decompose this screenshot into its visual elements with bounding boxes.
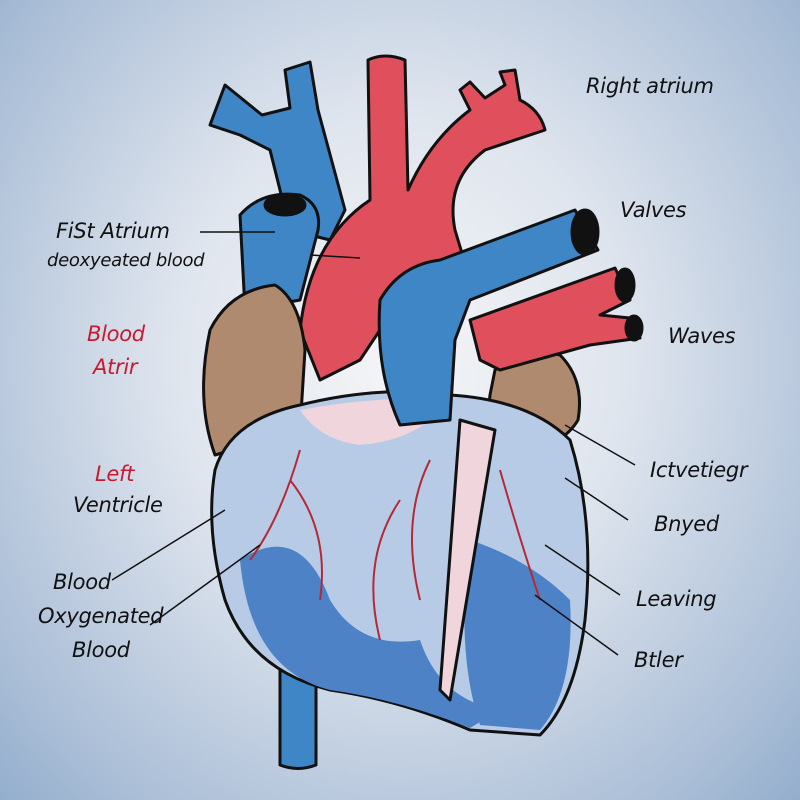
label-leaving: Leaving xyxy=(636,587,717,611)
label-waves: Waves xyxy=(668,324,736,348)
label-atrir: Atrir xyxy=(93,355,138,379)
leader-lines xyxy=(111,231,636,656)
label-ictetiegr: Ictvetiegr xyxy=(650,458,748,482)
superior-vena-cava xyxy=(208,60,347,242)
label-oxygenated: Oxygenated xyxy=(38,604,164,628)
label-bnyed: Bnyed xyxy=(654,512,719,536)
label-ventricle: Ventricle xyxy=(73,493,163,517)
label-fist-atrium: FiSt Atrium xyxy=(56,219,170,243)
label-blood: Blood xyxy=(53,570,111,594)
label-btler: Btler xyxy=(634,648,683,672)
label-blood-red: Blood xyxy=(87,322,145,346)
aorta xyxy=(298,54,547,382)
label-valves: Valves xyxy=(620,198,687,222)
label-blood-2: Blood xyxy=(72,638,130,662)
label-deoxygenated-blood: deoxyeated blood xyxy=(47,250,205,271)
pulmonary-artery xyxy=(377,208,600,427)
vena-cava-left xyxy=(238,192,321,312)
label-left: Left xyxy=(95,462,135,486)
label-right-atrium: Right atrium xyxy=(586,74,714,98)
